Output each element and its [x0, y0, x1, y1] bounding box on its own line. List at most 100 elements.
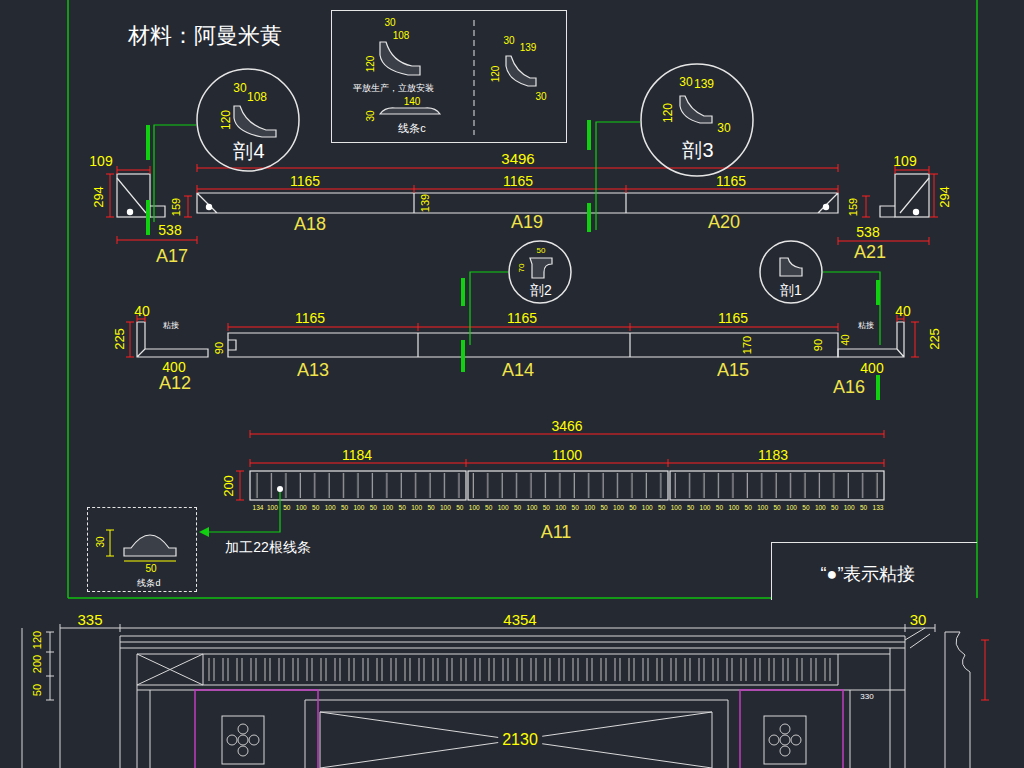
dimension: 50	[802, 505, 809, 512]
glue-dot	[127, 209, 133, 215]
moulding-profile	[530, 258, 552, 278]
elevation-line	[22, 628, 60, 768]
dimension: 50	[514, 505, 521, 512]
dimension-line	[981, 640, 989, 700]
note: 粘接	[163, 322, 179, 330]
dimension: 50	[831, 505, 838, 512]
dimension: 109	[893, 154, 916, 168]
dimension: 1165	[295, 311, 325, 325]
part-outline	[838, 322, 904, 357]
section-name: 剖1	[780, 283, 802, 297]
dimension: 3466	[551, 419, 582, 433]
elevation-line	[320, 712, 712, 768]
dimension: 139	[420, 194, 431, 212]
dimension: 50	[860, 505, 867, 512]
elevation-line	[60, 624, 935, 632]
glue-dot	[127, 204, 919, 492]
moulding-profile	[234, 106, 276, 137]
dimension: 50	[370, 505, 377, 512]
dimension: 90	[813, 339, 824, 351]
dimension: 100	[440, 505, 451, 512]
dimension: 100	[382, 505, 393, 512]
glue-dot	[277, 486, 283, 492]
dimension: 108	[393, 31, 410, 41]
dimension-line	[106, 530, 176, 561]
dimension: 50	[32, 684, 43, 696]
dimension-line	[981, 640, 989, 700]
dimension: 538	[158, 223, 181, 237]
dimension: 100	[844, 505, 855, 512]
rosette	[238, 735, 248, 745]
dimension: 100	[469, 505, 480, 512]
dimension: 100	[555, 505, 566, 512]
callout-circle	[509, 241, 571, 303]
dimension: 1165	[718, 311, 748, 325]
glue-dot	[823, 204, 829, 210]
dimension: 90	[214, 342, 225, 354]
dimension: 100	[700, 505, 711, 512]
dimension: 30	[535, 92, 546, 102]
leader-line	[470, 272, 508, 345]
dimension: 400	[162, 360, 185, 374]
profile-name: 线条c	[398, 123, 426, 134]
part-outline	[137, 322, 208, 357]
dimension: 30	[384, 18, 395, 28]
dimension: 50	[399, 505, 406, 512]
dimension: 159	[171, 198, 182, 216]
section-name: 剖4	[233, 141, 264, 161]
dimension: 50	[745, 505, 752, 512]
dimension: 200	[222, 475, 235, 497]
rosette	[780, 724, 790, 734]
callout-circle	[760, 241, 822, 303]
dimension: 100	[613, 505, 624, 512]
moulding-profile	[380, 108, 440, 114]
dimension: 50	[543, 505, 550, 512]
dimension: 100	[527, 505, 538, 512]
dimension: 30	[366, 110, 376, 121]
part-outline	[197, 193, 838, 213]
dimension: 159	[848, 198, 859, 216]
rosette	[249, 735, 259, 745]
divider-line	[474, 20, 475, 135]
dimension-line	[117, 166, 150, 174]
moulding-profile	[124, 42, 802, 556]
dimension: 50	[572, 505, 579, 512]
dimension: 30	[679, 76, 692, 88]
profile-name: 线条d	[137, 579, 160, 588]
dimension: 3496	[501, 151, 534, 166]
dimension: 400	[860, 361, 883, 375]
dimension: 294	[92, 186, 105, 208]
part-outline	[228, 333, 838, 357]
elevation-line	[764, 716, 806, 764]
dimension: 330	[860, 693, 873, 701]
dimension: 1165	[507, 311, 537, 325]
leader-line	[823, 272, 880, 345]
profile-detail-box: 30108120平放生产，立放安装14030线条c3013912030	[331, 10, 567, 143]
dimension: 1165	[290, 174, 320, 188]
dimension: 50	[283, 505, 290, 512]
note-box: “●”表示粘接	[771, 542, 977, 600]
part-name: A16	[833, 378, 865, 396]
part-name: A21	[854, 243, 886, 261]
dimension: 30	[233, 82, 246, 94]
part-outline	[117, 178, 165, 217]
moulding-profile	[124, 535, 176, 556]
dimension: 50	[456, 505, 463, 512]
dimension-line	[106, 530, 176, 561]
moulding-profile	[680, 96, 712, 123]
dimension: 100	[296, 505, 307, 512]
dimension: 120	[662, 103, 674, 123]
part-name: A14	[502, 361, 534, 379]
dimension-line	[117, 236, 197, 244]
part-name: A18	[294, 215, 326, 233]
dimension: 134	[253, 505, 264, 512]
elevation-line	[46, 632, 54, 700]
rosette	[791, 735, 801, 745]
dimension: 1100	[552, 448, 582, 462]
panel-line	[195, 690, 843, 768]
section-marker	[148, 120, 878, 400]
section-callout: 5070剖2	[508, 240, 572, 304]
divider-line	[474, 20, 475, 135]
section-name: 剖2	[530, 283, 552, 297]
dimension: 30	[503, 36, 514, 46]
